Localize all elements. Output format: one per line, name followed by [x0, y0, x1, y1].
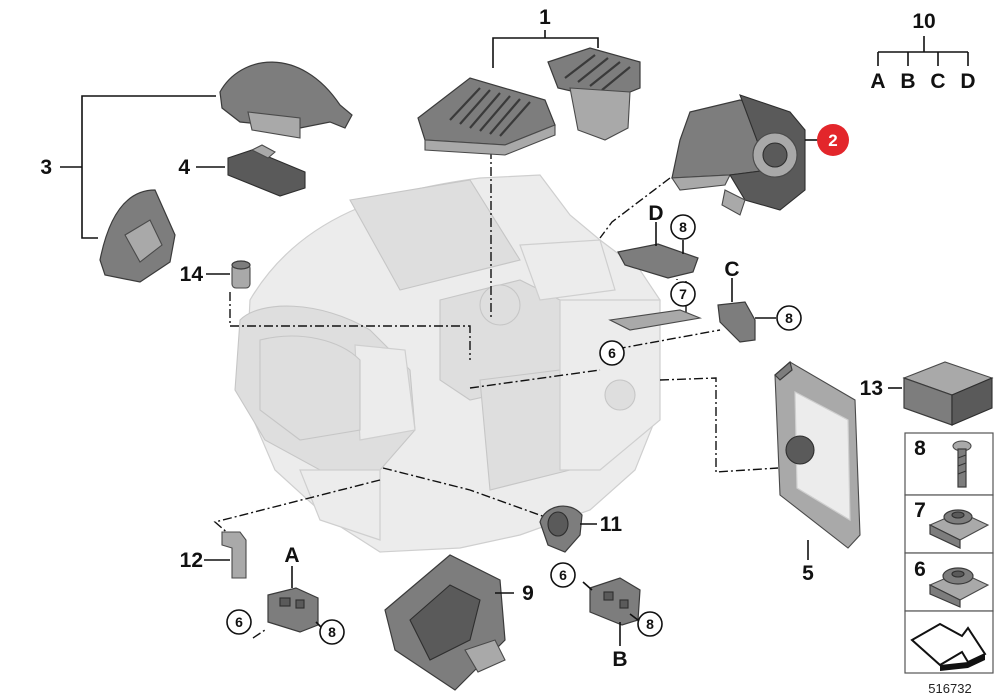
letter-d: D [648, 202, 663, 225]
svg-text:8: 8 [785, 310, 793, 326]
variant-b: B [900, 70, 915, 93]
callout-13: 13 [860, 377, 883, 400]
adjuster-icon-6 [928, 567, 990, 608]
legend-box-8 [904, 432, 994, 496]
callout-1: 1 [539, 6, 551, 29]
part-4-module [227, 144, 306, 197]
circled-callouts: 2 8 7 8 6 6 8 6 [226, 124, 849, 645]
svg-text:6: 6 [608, 345, 616, 361]
letter-c: C [724, 258, 739, 281]
part-b-holder [589, 577, 641, 626]
hardware-legend: 8 7 6 [904, 432, 994, 674]
circle-callout-8-a: 8 [319, 619, 345, 645]
variant-d: D [960, 70, 975, 93]
reference-number: 516732 [928, 681, 971, 696]
circle-callout-8-d: 8 [670, 214, 696, 240]
part-11-grommet [539, 505, 583, 553]
callout-3: 3 [40, 156, 52, 179]
svg-text:8: 8 [646, 616, 654, 632]
svg-text:2: 2 [828, 131, 837, 150]
circle-callout-2-highlight: 2 [817, 124, 849, 156]
headlight-housing-ghost [234, 174, 661, 553]
svg-text:6: 6 [559, 567, 567, 583]
legend-label-8: 8 [914, 437, 926, 460]
part-1-control-units [417, 47, 641, 156]
callout-10: 10 [912, 10, 935, 33]
svg-text:8: 8 [679, 219, 687, 235]
part-5-panel [774, 360, 861, 549]
part-14-sleeve [231, 260, 251, 289]
circle-callout-8-c: 8 [776, 305, 802, 331]
assignment-lines [213, 150, 779, 639]
callout-5: 5 [802, 562, 814, 585]
part-c-bracket [717, 301, 756, 343]
circle-callout-6-b: 6 [550, 562, 576, 588]
part-2-module [671, 94, 806, 216]
letter-b: B [612, 648, 627, 671]
circle-callout-6-a: 6 [226, 609, 252, 635]
part-a-holder [267, 587, 319, 633]
svg-text:6: 6 [235, 614, 243, 630]
callout-14: 14 [180, 263, 204, 286]
part-12-bracket [221, 531, 247, 579]
part-3-covers [99, 61, 353, 283]
part-13-box [902, 361, 994, 426]
circle-callout-6-main: 6 [599, 340, 625, 366]
screw-icon [952, 440, 972, 488]
legend-label-7: 7 [914, 499, 926, 522]
part-d-bracket [617, 243, 699, 279]
part-7-strip [608, 309, 703, 331]
assembly-arrow-icon [910, 622, 987, 671]
svg-text:8: 8 [328, 624, 336, 640]
circle-callout-8-b: 8 [637, 611, 663, 637]
variant-tree-10: A B C D [870, 36, 976, 93]
callout-4: 4 [178, 156, 190, 179]
callout-9: 9 [522, 582, 534, 605]
svg-text:7: 7 [679, 286, 687, 302]
callout-11: 11 [600, 513, 623, 536]
part-9-housing [384, 554, 506, 691]
callout-labels: 1 3 4 14 5 13 11 12 9 10 D C A B [40, 6, 935, 671]
legend-label-6: 6 [914, 558, 926, 581]
variant-a: A [870, 70, 885, 93]
callout-12: 12 [180, 549, 203, 572]
variant-c: C [930, 70, 945, 93]
letter-a: A [284, 544, 299, 567]
adjuster-icon-7 [928, 509, 990, 549]
circle-callout-7: 7 [670, 281, 696, 307]
